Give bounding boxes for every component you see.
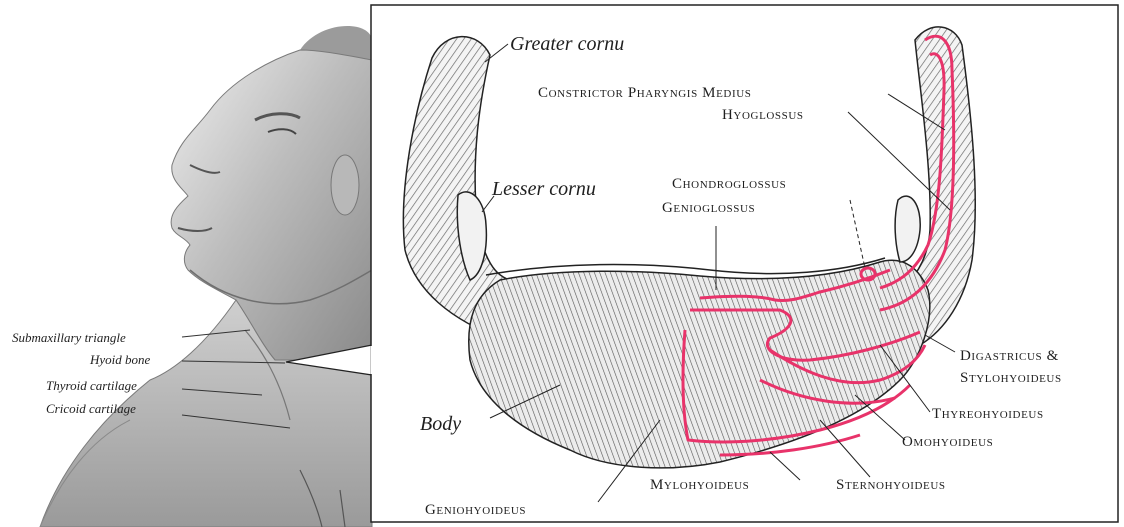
head-neck-illustration — [40, 26, 372, 527]
label-thyroid-cartilage: Thyroid cartilage — [46, 378, 137, 393]
label-submaxillary-triangle: Submaxillary triangle — [12, 330, 126, 345]
label-thyreohyoideus: Thyreohyoideus — [932, 406, 1044, 422]
label-chondroglossus: Chondroglossus — [672, 176, 786, 192]
label-body: Body — [420, 413, 461, 435]
label-hyoglossus: Hyoglossus — [722, 107, 804, 123]
label-sternohyoideus: Sternohyoideus — [836, 477, 946, 493]
label-digastricus-line2: Stylohyoideus — [960, 370, 1062, 386]
label-constrictor-pharyngis-medius: Constrictor Pharyngis Medius — [538, 85, 751, 101]
label-genioglossus: Genioglossus — [662, 200, 755, 216]
label-greater-cornu: Greater cornu — [510, 33, 624, 55]
label-omohyoideus: Omohyoideus — [902, 434, 993, 450]
label-geniohyoideus: Geniohyoideus — [425, 502, 526, 518]
label-mylohyoideus: Mylohyoideus — [650, 477, 749, 493]
label-cricoid-cartilage: Cricoid cartilage — [46, 401, 136, 416]
label-lesser-cornu: Lesser cornu — [491, 178, 596, 200]
label-hyoid-bone: Hyoid bone — [89, 352, 151, 367]
label-digastricus-line1: Digastricus & — [960, 348, 1059, 364]
